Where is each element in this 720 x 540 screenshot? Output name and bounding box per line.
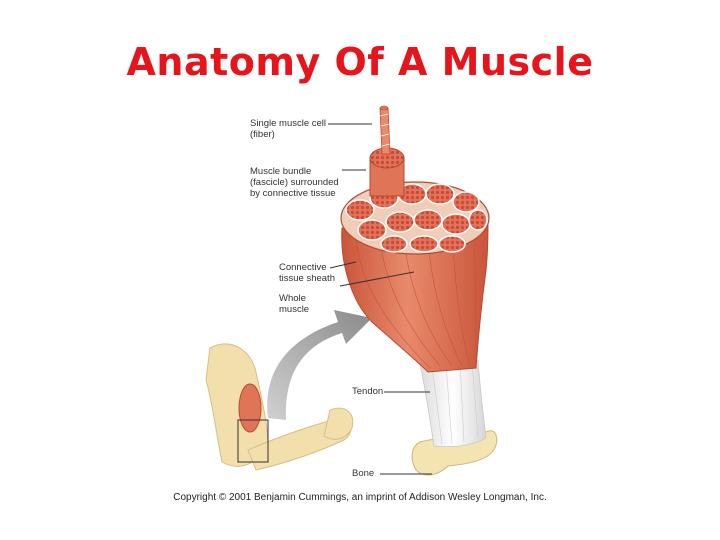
arrow-icon <box>267 310 372 420</box>
copyright-text: Copyright © 2001 Benjamin Cummings, an i… <box>173 492 547 503</box>
label-bone: Bone <box>352 468 375 479</box>
label-sheath: Connective tissue sheath <box>279 262 335 284</box>
whole-muscle-icon <box>341 221 489 373</box>
arm-icon <box>205 343 354 471</box>
label-fiber: Single muscle cell (fiber) <box>250 118 327 140</box>
tendon-icon <box>419 359 487 448</box>
label-fascicle: Muscle bundle (fascicle) surrounded by c… <box>250 166 339 199</box>
label-whole-muscle: Whole muscle <box>279 293 310 315</box>
label-tendon: Tendon <box>352 386 384 397</box>
fiber-icon <box>379 105 389 111</box>
page-title: Anatomy Of A Muscle <box>126 40 594 84</box>
